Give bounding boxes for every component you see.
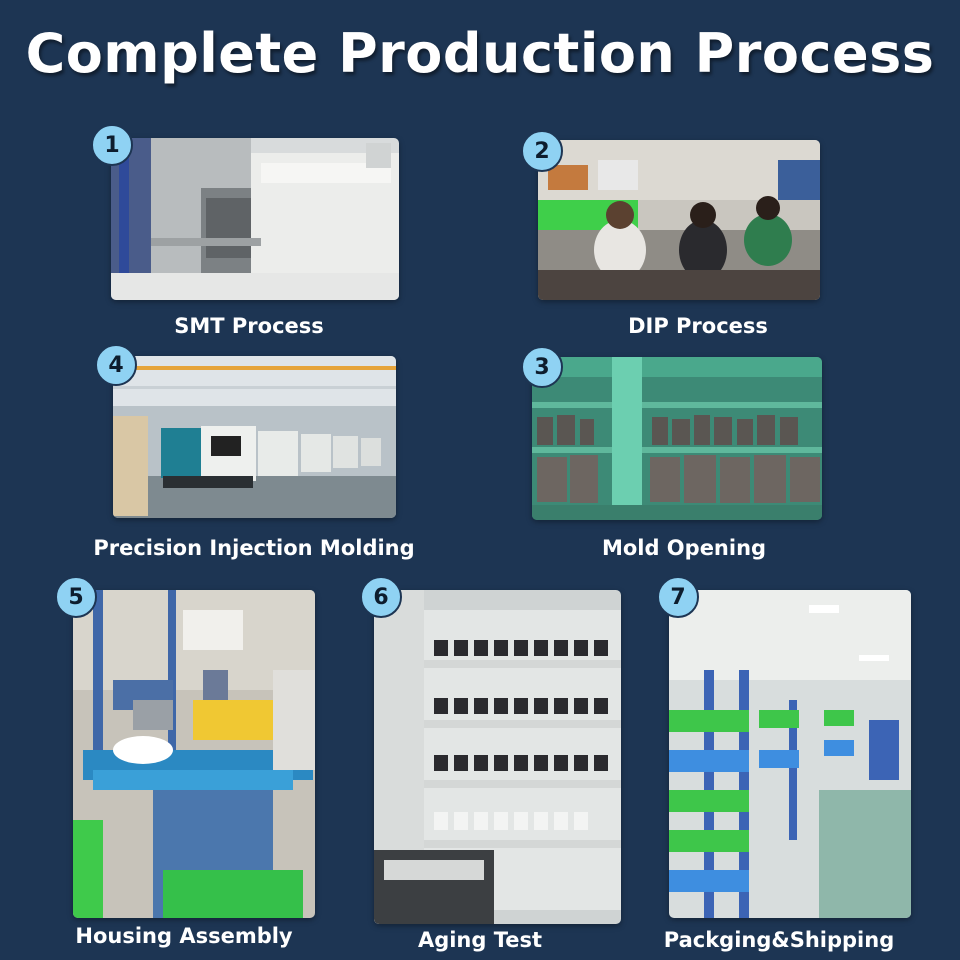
photo-aging-test [374,590,621,924]
step-badge-3: 3 [521,346,563,388]
photo-injection-molding [113,356,396,518]
photo-mold-opening [532,357,822,520]
step-caption-dip: DIP Process [628,314,768,338]
step-badge-6: 6 [360,576,402,618]
step-caption-injection-molding: Precision Injection Molding [93,536,415,560]
step-badge-1: 1 [91,124,133,166]
step-badge-5: 5 [55,576,97,618]
step-badge-7: 7 [657,576,699,618]
page-title: Complete Production Process [25,22,935,85]
step-caption-housing-assembly: Housing Assembly [75,924,293,948]
photo-housing-assembly [73,590,315,918]
step-caption-aging-test: Aging Test [417,928,543,952]
step-badge-4: 4 [95,344,137,386]
photo-smt-process [111,138,399,300]
step-caption-smt: SMT Process [174,314,324,338]
step-badge-2: 2 [521,130,563,172]
step-caption-mold-opening: Mold Opening [601,536,767,560]
photo-dip-process [538,140,820,300]
step-caption-packing-shipping: Packging&Shipping [663,928,895,952]
photo-packing-shipping [669,590,911,918]
